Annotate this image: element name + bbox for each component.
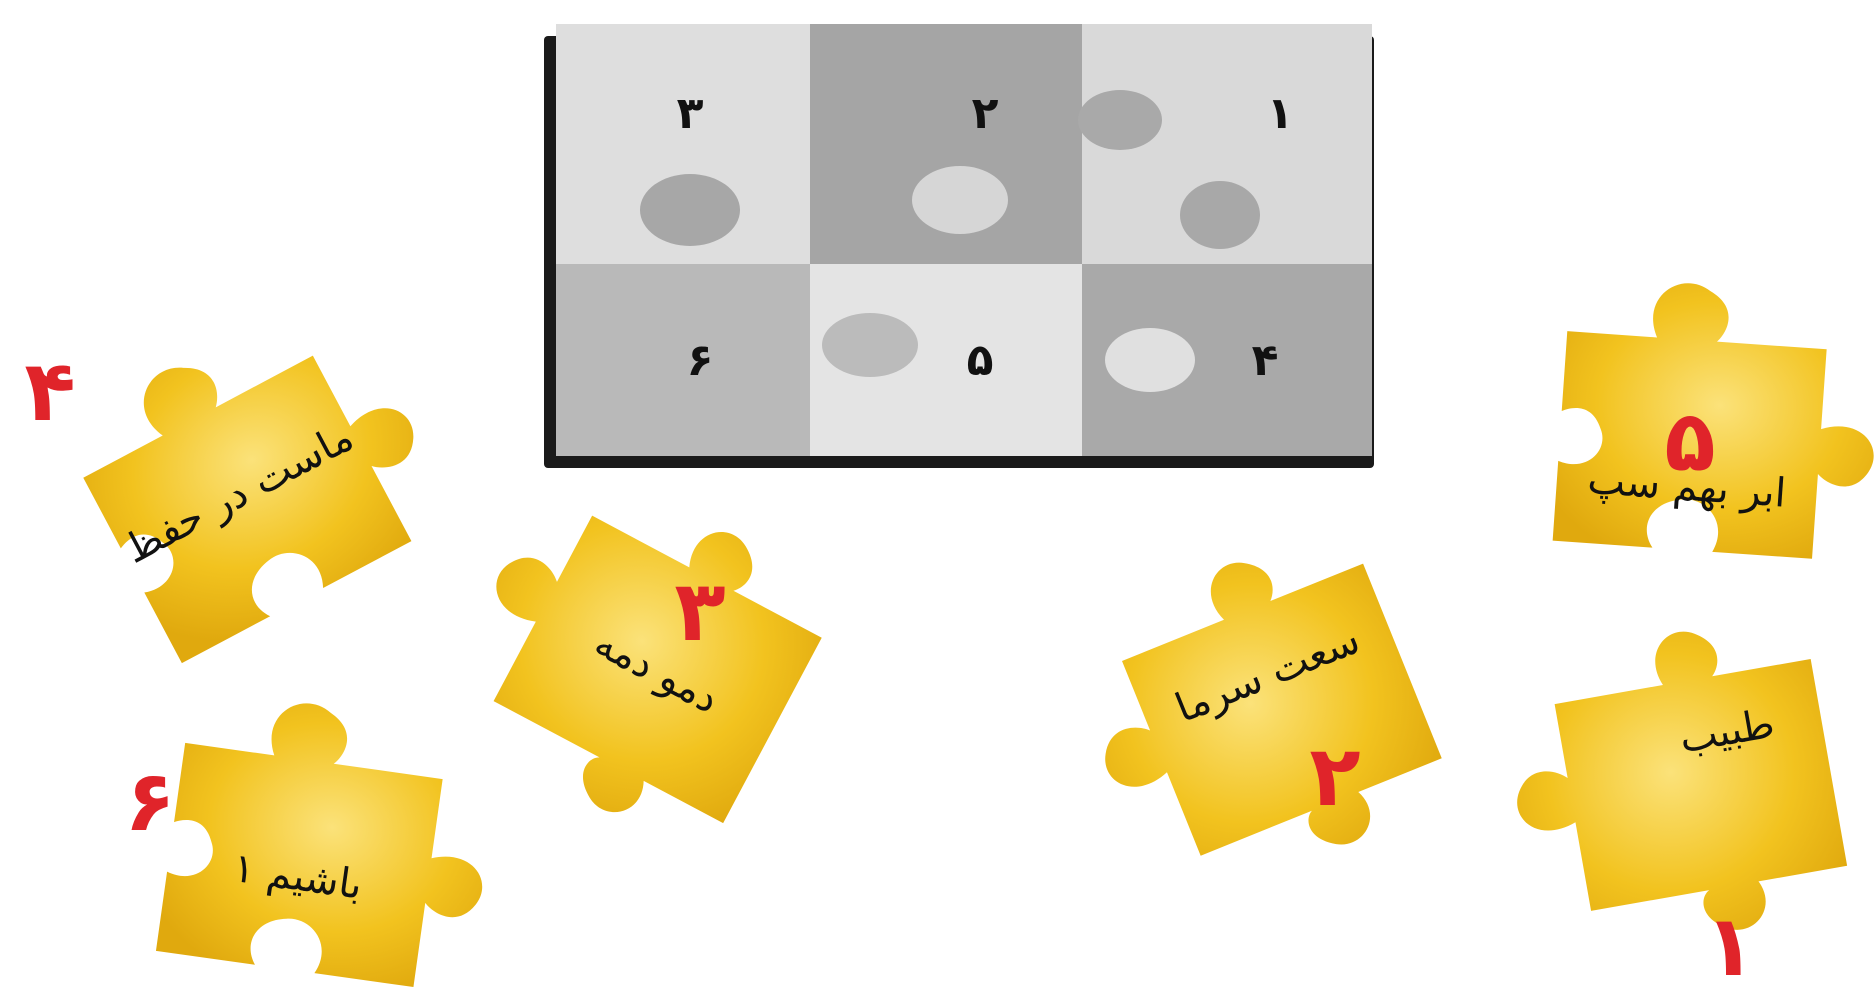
puzzle-piece-shape (1053, 517, 1459, 918)
board-knob (1078, 90, 1162, 150)
puzzle-piece-shape (1492, 610, 1855, 965)
piece-number-1: ۱ (1704, 897, 1755, 995)
board-knob (1105, 328, 1195, 392)
puzzle-piece-5[interactable]: ابر بهم سپ (1552, 274, 1874, 563)
piece-number-5: ۵ (1664, 392, 1715, 490)
puzzle-piece-4[interactable]: ماست در حفظ (56, 280, 460, 664)
puzzle-board: ۱ ۲ ۳ ۴ ۵ ۶ (544, 24, 1374, 468)
board-number-6: ۶ (687, 335, 714, 386)
puzzle-piece-shape (155, 687, 505, 995)
puzzle-piece-2[interactable]: سعت سرما (1053, 517, 1459, 918)
board-number-3: ۳ (677, 88, 704, 139)
puzzle-piece-6[interactable]: ۱ باشیم (155, 687, 505, 995)
board-knob (822, 313, 918, 377)
piece-number-4: ۴ (24, 342, 75, 440)
puzzle-piece-1[interactable]: طبیب (1492, 610, 1855, 965)
board-cell-6 (556, 264, 810, 456)
board-number-1: ۱ (1267, 88, 1294, 139)
puzzle-piece-3[interactable]: دمو دمه (424, 446, 845, 863)
piece-number-2: ۲ (1309, 727, 1360, 825)
piece-number-6: ۶ (124, 752, 175, 850)
board-knob (640, 174, 740, 246)
piece-number-3: ۳ (674, 562, 725, 660)
board-number-2: ۲ (972, 88, 999, 139)
board-knob (1180, 181, 1260, 249)
board-knob (912, 166, 1008, 234)
board-number-5: ۵ (967, 335, 994, 386)
board-number-4: ۴ (1252, 335, 1279, 386)
